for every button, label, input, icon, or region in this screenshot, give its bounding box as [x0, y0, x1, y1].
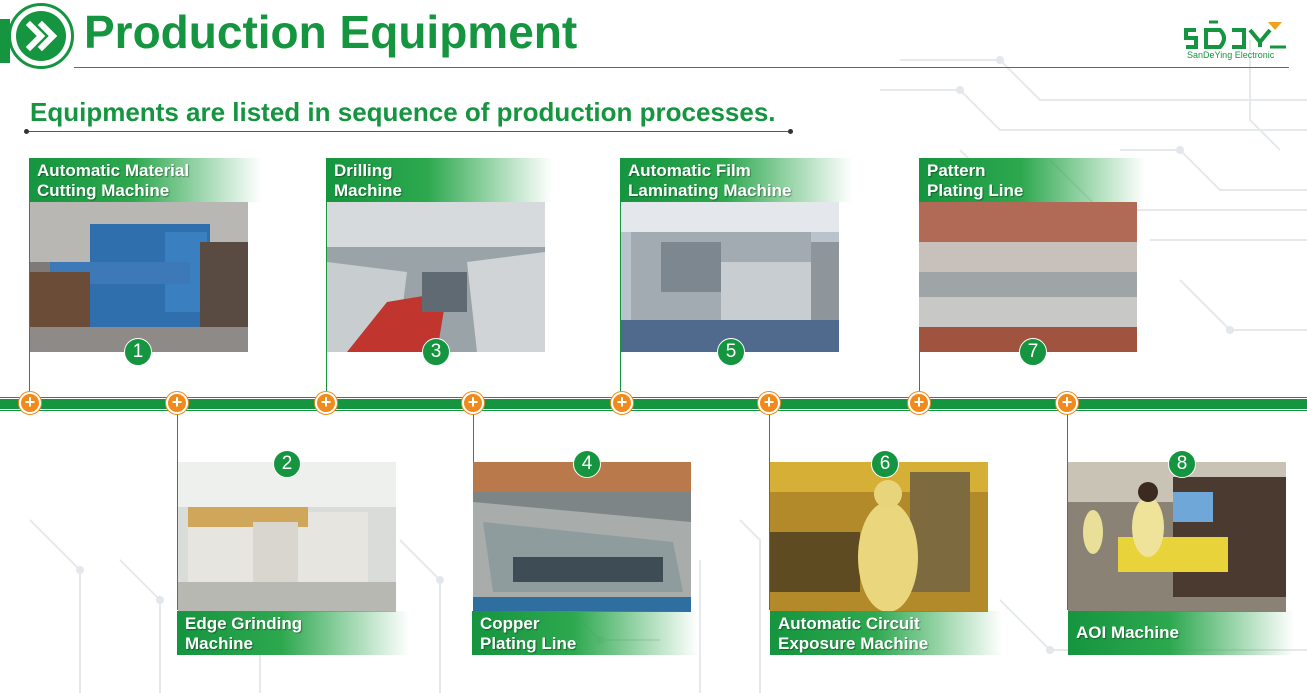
step-1-label-line1: Automatic Material — [37, 161, 190, 180]
step-8-number: 8 — [1168, 450, 1196, 478]
subtitle: Equipments are listed in sequence of pro… — [30, 97, 776, 127]
header-accent-band — [0, 19, 10, 63]
step-5-label-line2: Laminating Machine — [628, 181, 792, 200]
step-4-photo — [473, 462, 691, 612]
underline-dot-left — [24, 129, 29, 134]
step-7-number: 7 — [1019, 338, 1047, 366]
step-3-photo — [327, 202, 545, 352]
step-1-label: Automatic Material Cutting Machine — [29, 158, 261, 202]
step-6-photo — [770, 462, 988, 612]
plus-icon: + — [611, 392, 633, 414]
company-logo — [1184, 20, 1286, 49]
plus-icon: + — [315, 392, 337, 414]
step-4-number: 4 — [573, 450, 601, 478]
step-2-label-line2: Machine — [185, 634, 254, 653]
step-4-label-line2: Plating Line — [480, 634, 577, 653]
step-3-number: 3 — [422, 338, 450, 366]
step-7-label-line1: Pattern — [927, 161, 986, 180]
step-5-label: Automatic Film Laminating Machine — [620, 158, 852, 202]
plus-icon: + — [19, 392, 41, 414]
step-3-label: Drilling Machine — [326, 158, 552, 202]
plus-icon: + — [1056, 392, 1078, 414]
step-1-photo — [30, 202, 248, 352]
timeline-bar — [0, 398, 1307, 410]
step-6-number: 6 — [871, 450, 899, 478]
step-3-label-line1: Drilling — [334, 161, 393, 180]
plus-icon: + — [166, 392, 188, 414]
connector-5 — [620, 200, 621, 396]
plus-icon: + — [462, 392, 484, 414]
step-6-label-line2: Exposure Machine — [778, 634, 929, 653]
step-3-label-line2: Machine — [334, 181, 403, 200]
step-4-label: Copper Plating Line — [472, 611, 698, 655]
header-badge — [8, 3, 74, 69]
step-2-number: 2 — [273, 450, 301, 478]
connector-1 — [29, 200, 30, 396]
logo-caption: SanDeYing Electronic — [1187, 50, 1275, 60]
step-5-label-line1: Automatic Film — [628, 161, 751, 180]
step-1-number: 1 — [124, 338, 152, 366]
connector-6 — [769, 410, 770, 610]
double-chevron-right-icon — [25, 20, 58, 52]
underline-dot-right — [788, 129, 793, 134]
page-title: Production Equipment — [84, 6, 578, 58]
plus-icon: + — [908, 392, 930, 414]
plus-icon: + — [758, 392, 780, 414]
step-4-label-line1: Copper — [480, 614, 540, 633]
step-8-photo — [1068, 462, 1286, 612]
step-2-photo — [178, 462, 396, 612]
step-7-label-line2: Plating Line — [927, 181, 1024, 200]
step-5-number: 5 — [717, 338, 745, 366]
step-6-label-line1: Automatic Circuit — [778, 614, 920, 633]
connector-8 — [1067, 410, 1068, 610]
step-8-label-line1: AOI Machine — [1076, 623, 1179, 642]
connector-2 — [177, 410, 178, 610]
step-6-label: Automatic Circuit Exposure Machine — [770, 611, 1002, 655]
step-2-label-line1: Edge Grinding — [185, 614, 303, 633]
step-8-label: AOI Machine — [1068, 611, 1294, 655]
step-1-label-line2: Cutting Machine — [37, 181, 170, 200]
step-5-photo — [621, 202, 839, 352]
step-7-photo — [919, 202, 1137, 352]
connector-3 — [326, 200, 327, 396]
step-2-label: Edge Grinding Machine — [177, 611, 409, 655]
step-7-label: Pattern Plating Line — [919, 158, 1145, 202]
title-divider — [74, 67, 1289, 68]
subtitle-underline — [27, 131, 790, 132]
